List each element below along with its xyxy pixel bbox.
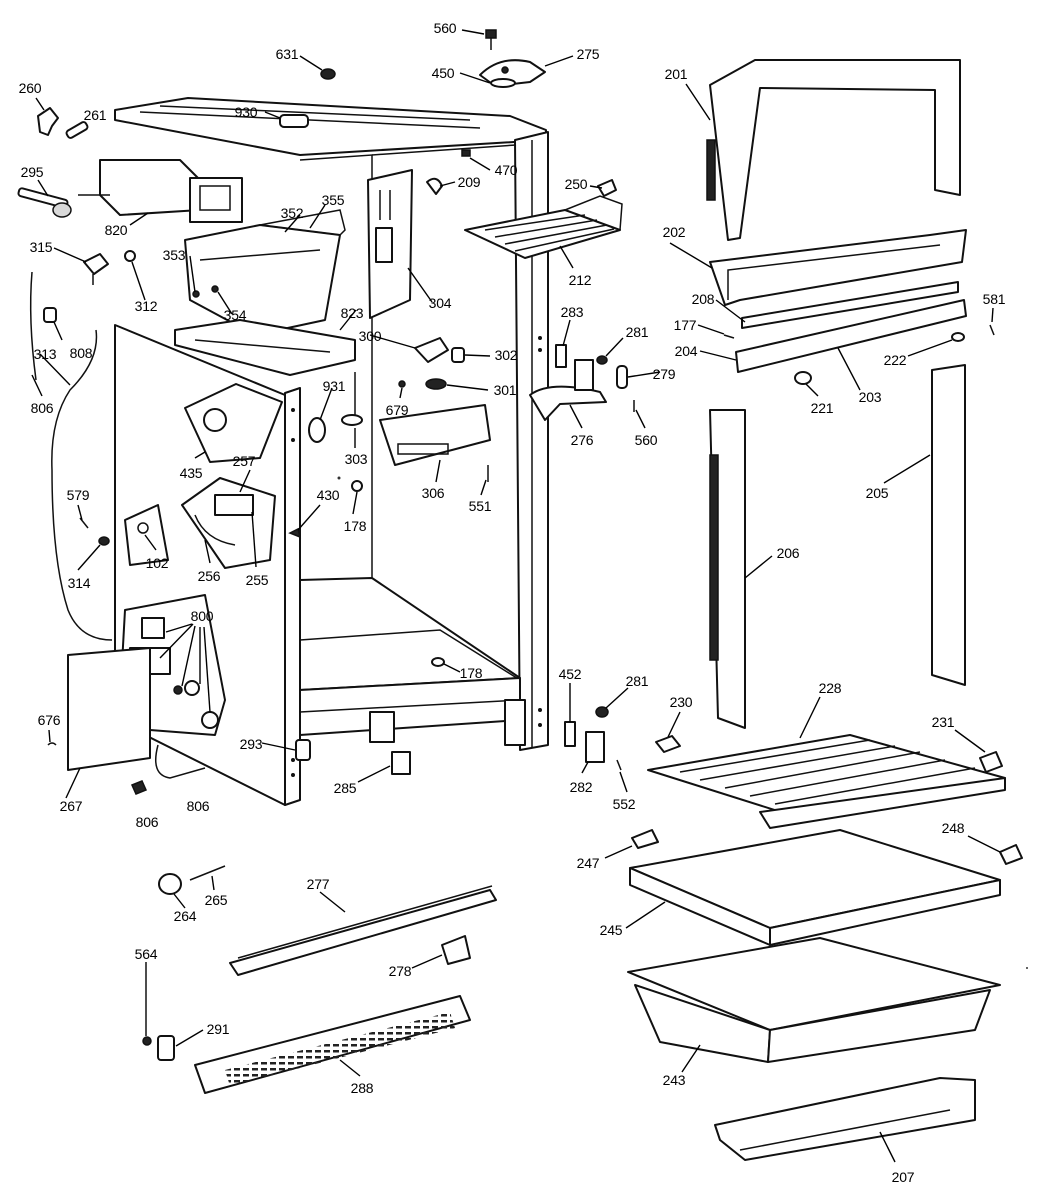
side-wall-components — [47, 383, 411, 795]
part-label: 930 — [234, 104, 258, 120]
part-label: 579 — [66, 487, 90, 503]
part-label: 679 — [385, 402, 409, 418]
part-label: 282 — [569, 779, 593, 795]
part-label: 354 — [223, 307, 247, 323]
part-label: 288 — [350, 1080, 374, 1096]
part-label: 470 — [494, 162, 518, 178]
part-label: 206 — [776, 545, 800, 561]
part-label: 207 — [891, 1169, 915, 1185]
part-label: 277 — [306, 876, 330, 892]
part-label: 247 — [576, 855, 600, 871]
part-label: 552 — [612, 796, 636, 812]
part-label: 285 — [333, 780, 357, 796]
part-label: 352 — [280, 205, 304, 221]
part-label: 256 — [197, 568, 221, 584]
part-label: 315 — [29, 239, 53, 255]
part-label: 222 — [883, 352, 907, 368]
part-label: 102 — [145, 555, 169, 571]
part-label: 806 — [135, 814, 159, 830]
part-label: 450 — [431, 65, 455, 81]
part-label: 306 — [421, 485, 445, 501]
part-label: 314 — [67, 575, 91, 591]
top-hinge-parts — [279, 29, 546, 195]
part-label: 355 — [321, 192, 345, 208]
part-label: 304 — [428, 295, 452, 311]
part-label: 820 — [104, 222, 128, 238]
part-label: 243 — [662, 1072, 686, 1088]
part-label: 291 — [206, 1021, 230, 1037]
part-label: 806 — [30, 400, 54, 416]
part-label: 312 — [134, 298, 158, 314]
part-label: 313 — [33, 346, 57, 362]
part-label: 931 — [322, 378, 346, 394]
part-label: 209 — [457, 174, 481, 190]
part-label: 178 — [459, 665, 483, 681]
part-label: 283 — [560, 304, 584, 320]
part-label: 267 — [59, 798, 83, 814]
stray-dot — [1026, 967, 1028, 969]
part-label: 581 — [982, 291, 1006, 307]
part-label: 178 — [343, 518, 367, 534]
part-label: 208 — [691, 291, 715, 307]
part-label: 295 — [20, 164, 44, 180]
part-label: 808 — [69, 345, 93, 361]
part-label: 302 — [494, 347, 518, 363]
part-label: 800 — [190, 608, 214, 624]
part-label: 205 — [865, 485, 889, 501]
stray-dot — [337, 476, 341, 480]
part-label: 264 — [173, 908, 197, 924]
part-label: 212 — [568, 272, 592, 288]
part-label: 248 — [941, 820, 965, 836]
part-label: 202 — [662, 224, 686, 240]
part-label: 430 — [316, 487, 340, 503]
part-label: 300 — [358, 328, 382, 344]
part-label: 203 — [858, 389, 882, 405]
part-label: 452 — [558, 666, 582, 682]
lower-parts — [142, 865, 497, 1094]
part-label: 265 — [204, 892, 228, 908]
part-label: 631 — [275, 46, 299, 62]
part-label: 435 — [179, 465, 203, 481]
part-label: 281 — [625, 324, 649, 340]
part-label: 260 — [18, 80, 42, 96]
part-label: 230 — [669, 694, 693, 710]
part-label: 201 — [664, 66, 688, 82]
part-label: 806 — [186, 798, 210, 814]
evaporator-assembly — [17, 107, 356, 641]
part-label: 276 — [570, 432, 594, 448]
interior-parts — [288, 169, 635, 539]
part-label: 275 — [576, 46, 600, 62]
part-label: 551 — [468, 498, 492, 514]
part-label: 231 — [931, 714, 955, 730]
part-label: 278 — [388, 963, 412, 979]
part-label: 293 — [239, 736, 263, 752]
part-label: 281 — [625, 673, 649, 689]
part-label: 676 — [37, 712, 61, 728]
part-label: 353 — [162, 247, 186, 263]
part-label: 823 — [340, 305, 364, 321]
part-label: 204 — [674, 343, 698, 359]
part-label: 221 — [810, 400, 834, 416]
part-label: 560 — [634, 432, 658, 448]
part-label: 301 — [493, 382, 517, 398]
part-label: 250 — [564, 176, 588, 192]
leader-lines — [31, 29, 1001, 1163]
part-label: 564 — [134, 946, 158, 962]
part-label: 228 — [818, 680, 842, 696]
part-label: 255 — [245, 572, 269, 588]
part-label: 261 — [83, 107, 107, 123]
door-parts — [431, 59, 1023, 1161]
part-label: 257 — [232, 453, 256, 469]
part-label: 303 — [344, 451, 368, 467]
part-label: 245 — [599, 922, 623, 938]
part-label: 560 — [433, 20, 457, 36]
part-label: 279 — [652, 366, 676, 382]
part-label: 177 — [673, 317, 697, 333]
